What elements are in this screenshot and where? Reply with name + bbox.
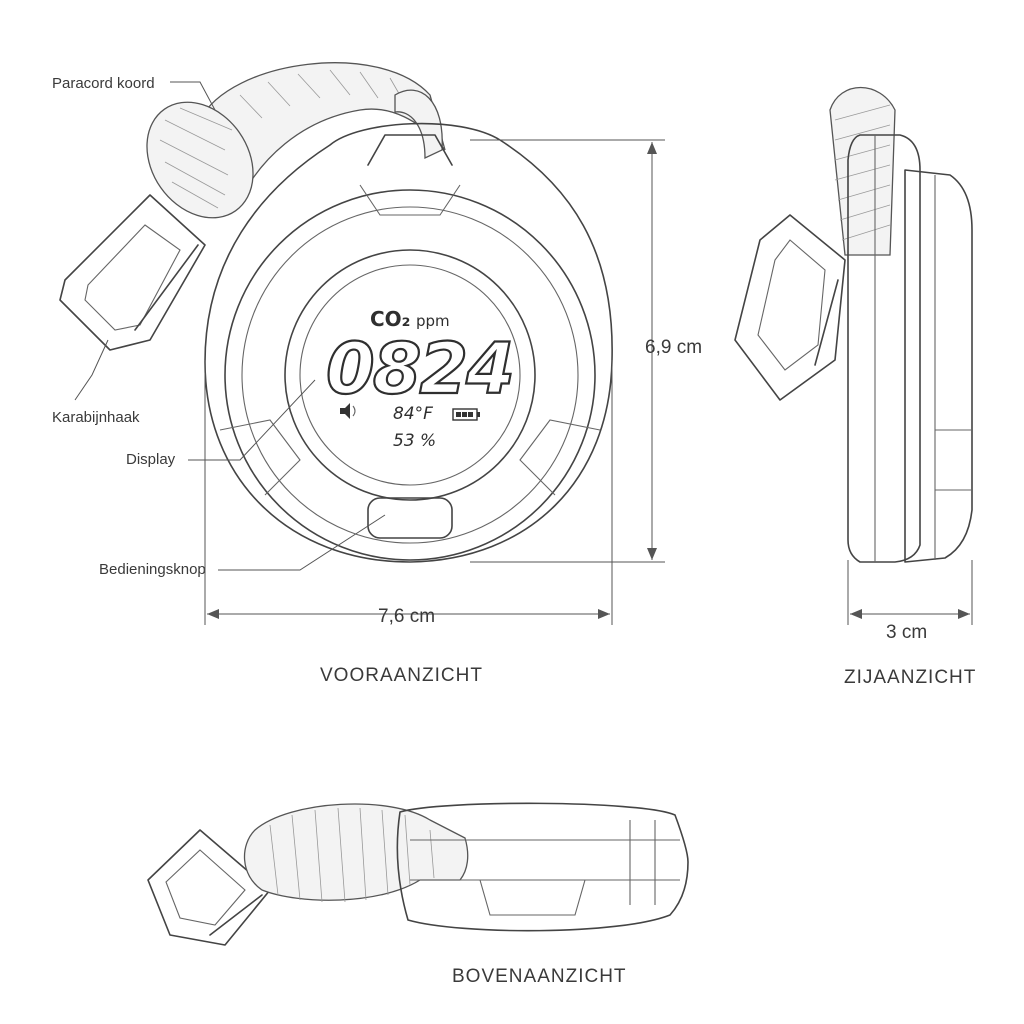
temperature-reading: 84°F	[393, 404, 433, 424]
humidity-reading: 53 %	[393, 431, 436, 451]
gas-label: CO₂	[370, 307, 410, 331]
paracord-side	[829, 87, 896, 256]
side-view-title: ZIJAANZICHT	[844, 667, 976, 688]
top-view: BOVENAANZICHT	[147, 802, 689, 987]
paracord-front	[146, 62, 446, 219]
carabiner-side	[734, 214, 846, 401]
carabiner-front	[59, 194, 206, 351]
depth-label: 3 cm	[886, 622, 927, 643]
co2-reading: 0824	[326, 328, 513, 410]
paracord-top	[243, 803, 469, 903]
battery-icon	[452, 408, 480, 421]
height-dimension: 6,9 cm	[470, 139, 702, 563]
top-view-title: BOVENAANZICHT	[452, 966, 627, 987]
width-label: 7,6 cm	[378, 606, 435, 627]
control-button[interactable]	[367, 497, 453, 539]
label-carabiner: Karabijnhaak	[52, 409, 140, 426]
label-button: Bedieningsknop	[99, 561, 206, 578]
front-view: CO₂ ppm 0824 84°F 53 % Paracord koord Ka…	[52, 62, 702, 686]
device-body-side	[847, 134, 973, 563]
label-display: Display	[126, 451, 176, 468]
unit-label: ppm	[416, 312, 450, 330]
lcd-display: CO₂ ppm 0824 84°F 53 %	[325, 307, 516, 451]
front-view-title: VOORAANZICHT	[320, 665, 483, 686]
side-view: 3 cm ZIJAANZICHT	[734, 87, 976, 688]
width-dimension: 7,6 cm	[204, 360, 613, 627]
speaker-icon	[340, 403, 356, 419]
label-paracord: Paracord koord	[52, 75, 155, 92]
height-label: 6,9 cm	[645, 337, 702, 358]
device-body-top	[396, 802, 689, 932]
depth-dimension: 3 cm	[847, 560, 973, 643]
